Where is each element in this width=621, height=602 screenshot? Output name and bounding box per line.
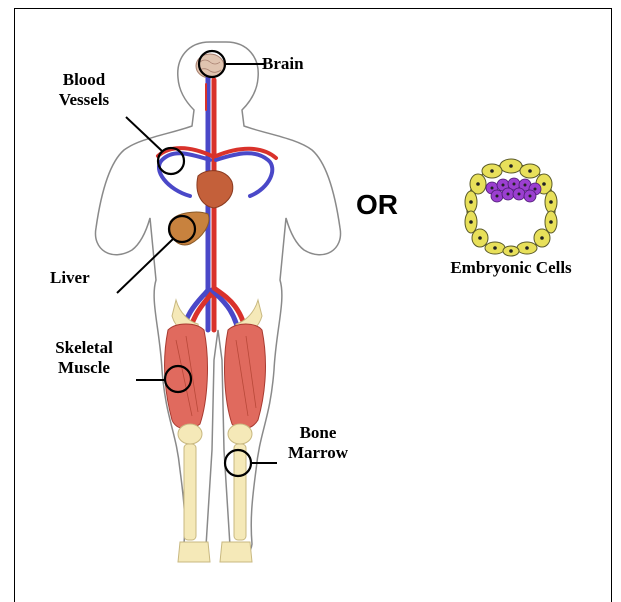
label-blood-vessels: Blood Vessels: [44, 70, 124, 110]
label-brain: Brain: [262, 54, 304, 74]
label-embryonic-cells-text: Embryonic Cells: [450, 258, 571, 277]
label-skeletal-muscle-line1: Skeletal: [44, 338, 124, 358]
label-brain-text: Brain: [262, 54, 304, 73]
label-bone-marrow: Bone Marrow: [278, 423, 358, 463]
label-blood-vessels-line1: Blood: [44, 70, 124, 90]
body-silhouette: [95, 42, 340, 557]
label-liver: Liver: [50, 268, 90, 288]
label-bone-marrow-line2: Marrow: [278, 443, 358, 463]
label-embryonic-cells: Embryonic Cells: [430, 258, 592, 278]
label-liver-text: Liver: [50, 268, 90, 287]
or-label: OR: [356, 189, 398, 221]
label-skeletal-muscle-line2: Muscle: [44, 358, 124, 378]
label-bone-marrow-line1: Bone: [278, 423, 358, 443]
label-skeletal-muscle: Skeletal Muscle: [44, 338, 124, 378]
embryo-cells: [465, 159, 557, 256]
label-blood-vessels-line2: Vessels: [44, 90, 124, 110]
